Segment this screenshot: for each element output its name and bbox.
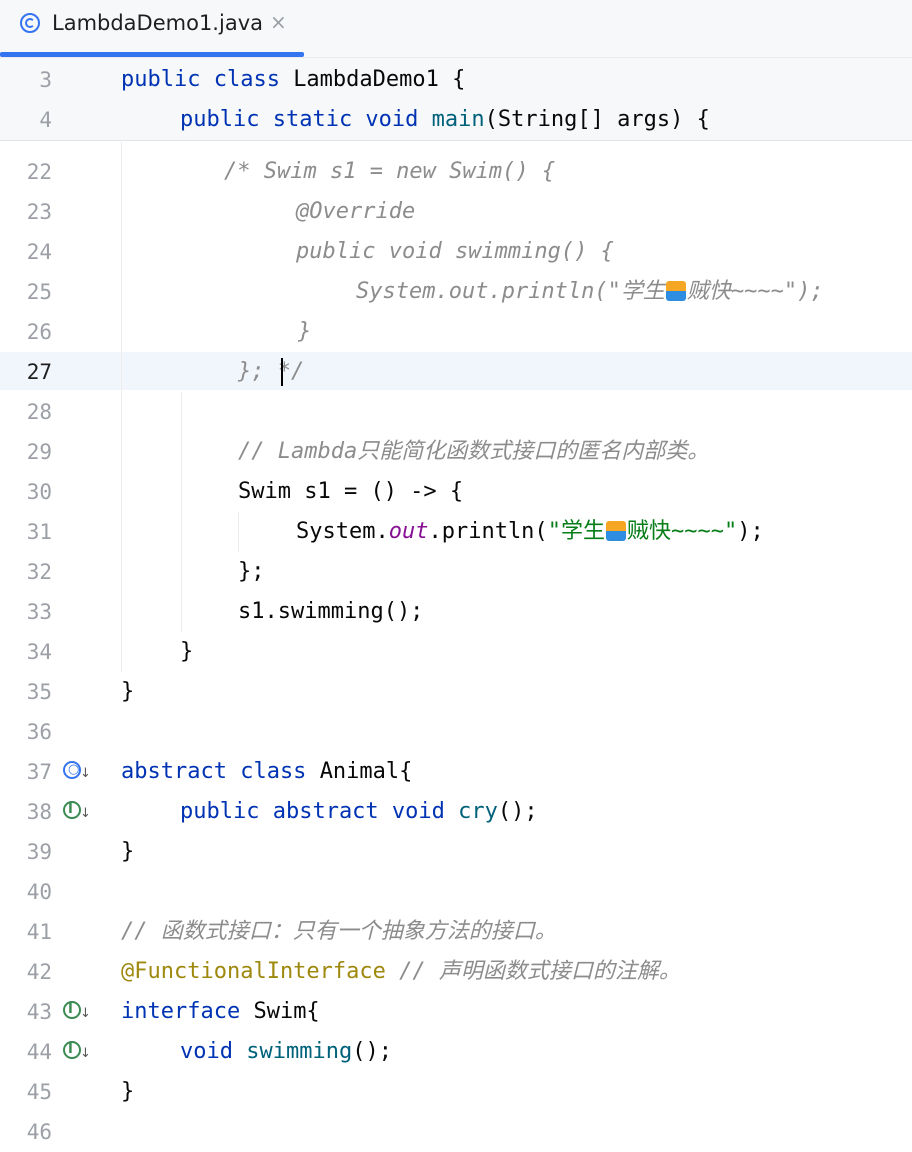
- swimmer-emoji-icon: [665, 281, 686, 301]
- code-text: System.out.println("学生贼快~~~~");: [296, 519, 764, 544]
- code-line: 39 }: [0, 832, 912, 872]
- line-number: 45: [26, 1080, 52, 1104]
- code-line: 4 public static void main(String[] args)…: [0, 100, 912, 140]
- code-text: public abstract void cry();: [180, 799, 538, 824]
- code-text: // Lambda只能简化函数式接口的匿名内部类。: [238, 439, 710, 464]
- code-line: 32 };: [0, 552, 912, 592]
- code-text: };: [238, 559, 265, 584]
- code-line: 26 }: [0, 312, 912, 352]
- line-number: 26: [26, 320, 52, 344]
- code-line: 34 }: [0, 632, 912, 672]
- line-number: 33: [26, 600, 52, 624]
- arrow-down-icon: ↓: [80, 1006, 91, 1021]
- code-line: 37 ○ ↓ abstract class Animal{: [0, 752, 912, 792]
- line-number: 22: [26, 160, 52, 184]
- code-line: 43 I ↓ interface Swim{: [0, 992, 912, 1032]
- line-number: 35: [26, 680, 52, 704]
- code-text: public void swimming() {: [296, 239, 614, 264]
- arrow-down-icon: ↓: [80, 806, 91, 821]
- code-text: }: [121, 1079, 135, 1104]
- indent-guide: [238, 512, 239, 552]
- code-line: 44 I ↓ void swimming();: [0, 1032, 912, 1072]
- code-text: }: [121, 679, 135, 704]
- line-number: 23: [26, 200, 52, 224]
- code-line: 46: [0, 1112, 912, 1152]
- line-number: 42: [26, 960, 52, 984]
- tab-title: LambdaDemo1.java: [52, 11, 263, 35]
- code-line: 41 // 函数式接口：只有一个抽象方法的接口。: [0, 912, 912, 952]
- line-number: 28: [26, 400, 52, 424]
- line-number: 24: [26, 240, 52, 264]
- line-number: 43: [26, 1000, 52, 1024]
- code-text: abstract class Animal{: [121, 759, 413, 784]
- code-line: 24 public void swimming() {: [0, 232, 912, 272]
- code-line: 42 @FunctionalInterface // 声明函数式接口的注解。: [0, 952, 912, 992]
- java-class-icon: [20, 13, 40, 33]
- code-text: void swimming();: [180, 1039, 392, 1064]
- code-text: @FunctionalInterface // 声明函数式接口的注解。: [121, 959, 681, 984]
- code-text: }: [298, 319, 312, 344]
- line-number: 27: [26, 360, 52, 384]
- code-text: interface Swim{: [121, 999, 320, 1024]
- code-line-current: 27 }; */: [0, 352, 912, 392]
- swimmer-emoji-icon: [605, 521, 626, 541]
- indent-guide: [121, 142, 122, 672]
- line-number: 41: [26, 920, 52, 944]
- line-number: 36: [26, 720, 52, 744]
- code-line: 36: [0, 712, 912, 752]
- current-line-highlight: [0, 352, 912, 390]
- code-line: 28: [0, 392, 912, 432]
- code-line: 31 System.out.println("学生贼快~~~~");: [0, 512, 912, 552]
- code-text: s1.swimming();: [238, 599, 424, 624]
- code-text: }: [180, 639, 194, 664]
- code-line: 3 public class LambdaDemo1 {: [0, 60, 912, 100]
- arrow-down-icon: ↓: [80, 1046, 91, 1061]
- line-number: 29: [26, 440, 52, 464]
- line-number: 32: [26, 560, 52, 584]
- arrow-down-icon: ↓: [80, 766, 91, 781]
- line-number: 44: [26, 1040, 52, 1064]
- code-line: 25 System.out.println("学生贼快~~~~");: [0, 272, 912, 312]
- line-number: 38: [26, 800, 52, 824]
- code-line: 35 }: [0, 672, 912, 712]
- line-number: 3: [39, 68, 52, 92]
- code-line: 30 Swim s1 = () -> {: [0, 472, 912, 512]
- tab-lambdademo1[interactable]: LambdaDemo1.java ×: [0, 0, 304, 57]
- active-tab-indicator: [0, 52, 304, 57]
- text-cursor: [281, 358, 283, 386]
- code-line: 40: [0, 872, 912, 912]
- code-text: public class LambdaDemo1 {: [121, 67, 466, 92]
- code-line: 45 }: [0, 1072, 912, 1112]
- line-number: 39: [26, 840, 52, 864]
- code-text: System.out.println("学生贼快~~~~");: [356, 279, 824, 304]
- line-number: 31: [26, 520, 52, 544]
- line-number: 37: [26, 760, 52, 784]
- indent-guide: [181, 392, 182, 632]
- line-number: 4: [39, 108, 52, 132]
- implemented-method-icon[interactable]: I: [63, 1041, 81, 1059]
- line-number: 46: [26, 1120, 52, 1144]
- code-line: 33 s1.swimming();: [0, 592, 912, 632]
- code-text: @Override: [296, 199, 416, 224]
- implemented-interface-icon[interactable]: I: [63, 1001, 81, 1019]
- code-line: 38 I ↓ public abstract void cry();: [0, 792, 912, 832]
- code-line: 23 @Override: [0, 192, 912, 232]
- sticky-lines-header: [0, 58, 912, 141]
- close-icon[interactable]: ×: [270, 10, 287, 34]
- code-text: // 函数式接口：只有一个抽象方法的接口。: [121, 919, 557, 944]
- line-number: 40: [26, 880, 52, 904]
- code-line: 29 // Lambda只能简化函数式接口的匿名内部类。: [0, 432, 912, 472]
- code-line: 22 /* Swim s1 = new Swim() {: [0, 152, 912, 192]
- code-text: /* Swim s1 = new Swim() {: [224, 159, 556, 184]
- code-text: Swim s1 = () -> {: [238, 479, 464, 504]
- editor-tab-bar: LambdaDemo1.java ×: [0, 0, 912, 58]
- implemented-method-icon[interactable]: I: [63, 801, 81, 819]
- code-text: }: [121, 839, 135, 864]
- line-number: 34: [26, 640, 52, 664]
- code-text: }; */: [238, 359, 305, 384]
- line-number: 25: [26, 280, 52, 304]
- implemented-by-icon[interactable]: ○: [63, 761, 81, 779]
- line-number: 30: [26, 480, 52, 504]
- code-text: public static void main(String[] args) {: [180, 107, 710, 132]
